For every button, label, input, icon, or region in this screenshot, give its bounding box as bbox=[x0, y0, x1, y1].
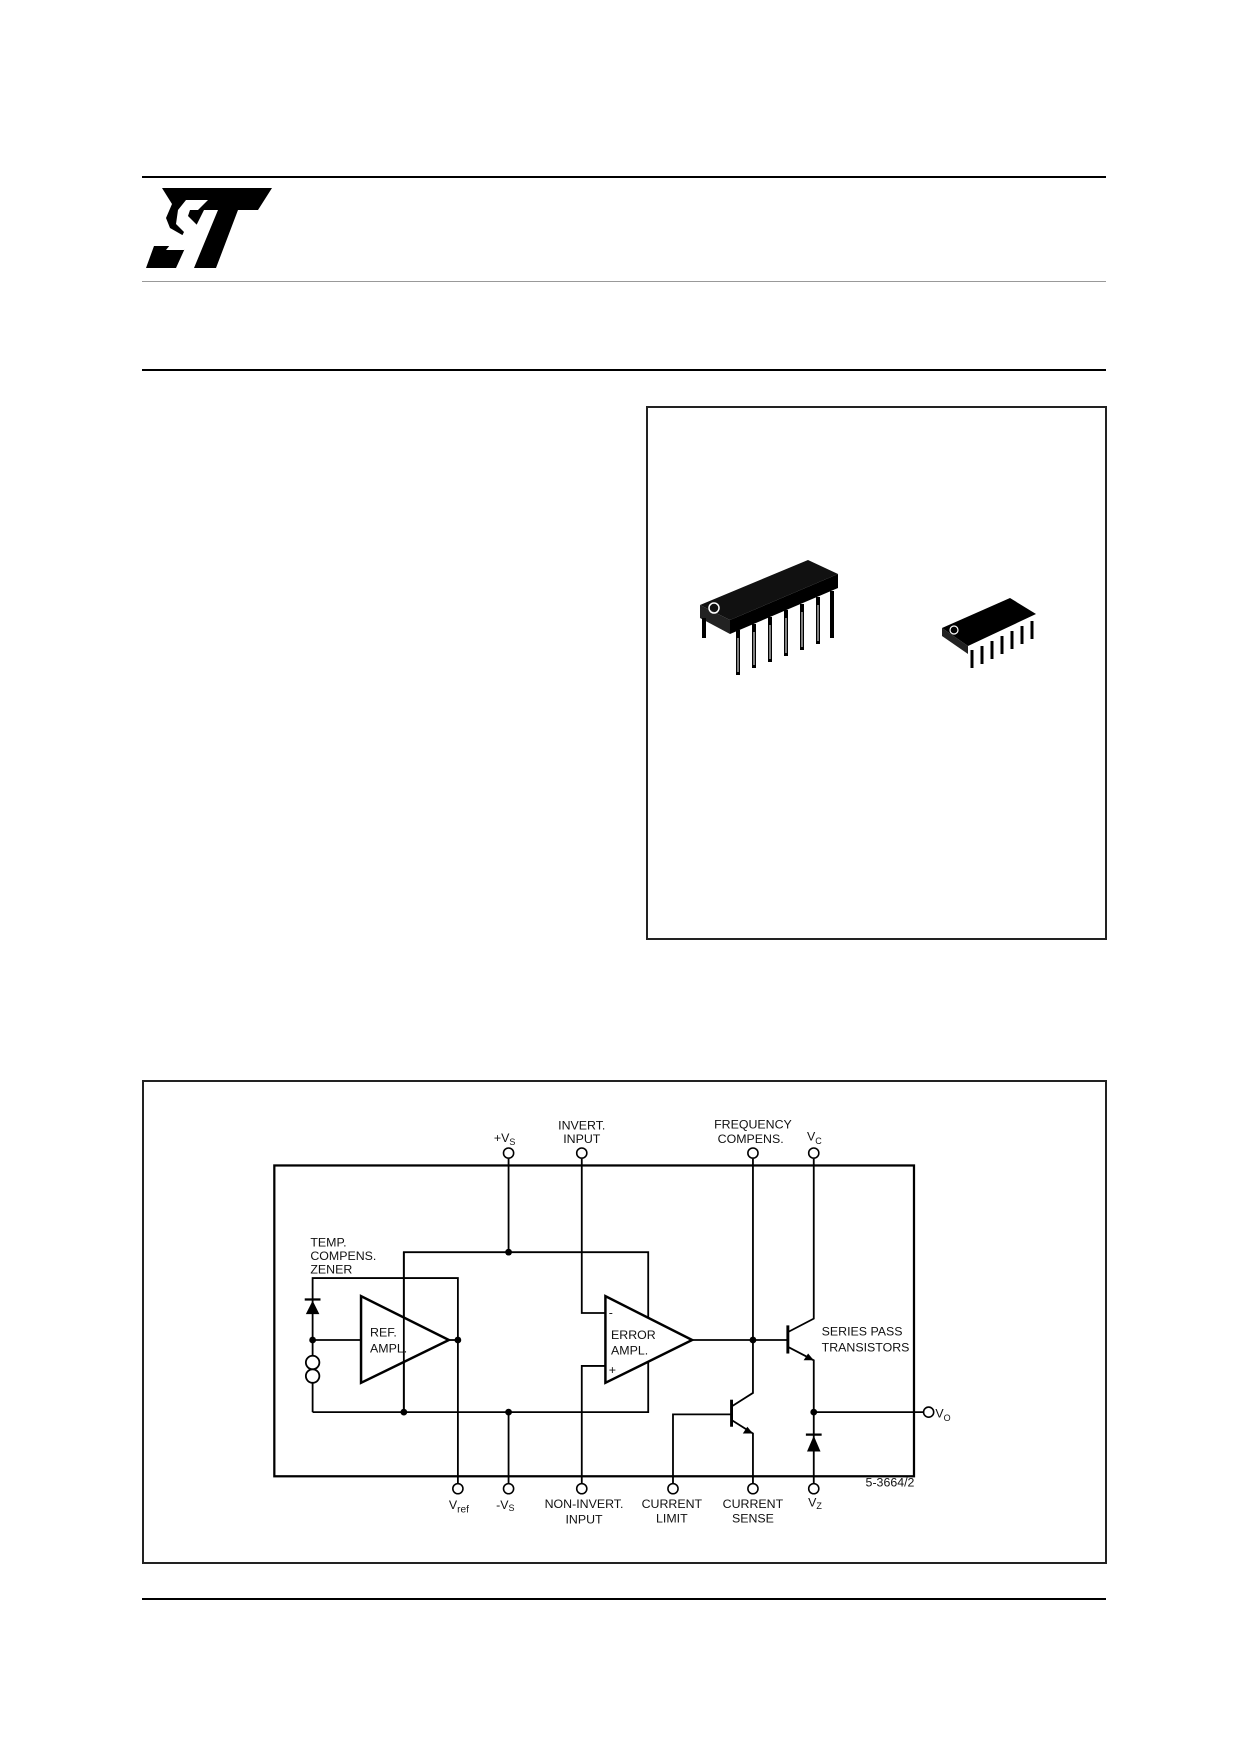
current-limit-label: LIMIT bbox=[656, 1511, 688, 1525]
series-pass-label: TRANSISTORS bbox=[822, 1340, 910, 1354]
invert-input-label: INPUT bbox=[563, 1132, 601, 1146]
current-sense-label: CURRENT bbox=[723, 1497, 784, 1511]
invert-input-wire bbox=[580, 1158, 606, 1314]
zener-diode-icon bbox=[305, 1300, 320, 1315]
footer-rule bbox=[142, 1598, 1106, 1600]
noninvert-input-wire bbox=[580, 1365, 606, 1484]
current-limit-wire bbox=[672, 1413, 732, 1484]
top-rule bbox=[142, 176, 1106, 178]
header-divider bbox=[142, 281, 1106, 282]
terminals bbox=[452, 1147, 935, 1495]
vc-wire bbox=[787, 1158, 815, 1333]
terminal-minus-vs bbox=[502, 1482, 515, 1495]
vz-wire bbox=[787, 1345, 815, 1484]
dip14-package-icon bbox=[700, 560, 838, 675]
block-diagram-box bbox=[142, 1080, 1107, 1564]
freq-compens-label: COMPENS. bbox=[718, 1132, 784, 1146]
so14-package-icon bbox=[942, 598, 1036, 668]
terminal-vo bbox=[922, 1406, 935, 1418]
noninvert-input-label: NON-INVERT. bbox=[545, 1497, 624, 1511]
minus-vs-label: -VS bbox=[496, 1498, 514, 1513]
current-limit-label: CURRENT bbox=[642, 1497, 703, 1511]
title-rule bbox=[142, 369, 1106, 371]
invert-input-label: INVERT. bbox=[558, 1118, 605, 1132]
ref-amp-label: REF. bbox=[370, 1326, 397, 1340]
terminal-vc bbox=[807, 1147, 820, 1159]
series-pass-label: SERIES PASS bbox=[822, 1325, 903, 1339]
terminal-freq-compens bbox=[747, 1147, 759, 1159]
output-zener-diode-icon bbox=[807, 1435, 821, 1452]
inverting-sign: - bbox=[609, 1305, 613, 1319]
terminal-noninvert-input bbox=[575, 1482, 588, 1495]
current-sense-label: SENSE bbox=[732, 1511, 774, 1525]
error-amp-label: AMPL. bbox=[611, 1344, 648, 1358]
terminal-current-limit bbox=[667, 1482, 679, 1495]
figure-code: 5-3664/2 bbox=[866, 1475, 915, 1489]
vref-label: Vref bbox=[449, 1498, 469, 1515]
series-pass-emitter-arrow bbox=[803, 1353, 814, 1361]
error-amp-label: ERROR bbox=[611, 1328, 656, 1342]
block-diagram: TEMP. COMPENS. ZENER +VS INVERT. INPUT F… bbox=[273, 1117, 951, 1527]
freq-compens-wire bbox=[731, 1158, 754, 1408]
current-limit-emitter-arrow bbox=[742, 1426, 753, 1434]
terminal-plus-vs bbox=[502, 1147, 515, 1159]
terminal-vref bbox=[452, 1482, 464, 1495]
noninvert-input-label: INPUT bbox=[565, 1513, 603, 1527]
vo-label: VO bbox=[935, 1407, 950, 1423]
vc-label: VC bbox=[807, 1130, 822, 1146]
st-logo bbox=[146, 188, 272, 268]
ic-outline bbox=[273, 1164, 916, 1478]
ref-amplifier bbox=[359, 1294, 452, 1385]
temp-label: COMPENS. bbox=[310, 1249, 376, 1263]
current-source-icon bbox=[304, 1354, 321, 1371]
temp-label: ZENER bbox=[310, 1263, 352, 1277]
freq-compens-label: FREQUENCY bbox=[714, 1117, 792, 1131]
zener-wire bbox=[311, 1277, 459, 1484]
diagram-labels: TEMP. COMPENS. ZENER +VS INVERT. INPUT F… bbox=[310, 1117, 950, 1526]
plus-vs-label: +VS bbox=[494, 1131, 516, 1147]
error-amplifier bbox=[604, 1294, 695, 1385]
noninverting-sign: + bbox=[609, 1363, 616, 1377]
package-box bbox=[646, 406, 1107, 940]
temp-label: TEMP. bbox=[310, 1236, 346, 1250]
ref-amp-label: AMPL. bbox=[370, 1341, 407, 1355]
current-sense-wire bbox=[731, 1419, 754, 1484]
terminal-current-sense bbox=[747, 1482, 759, 1495]
terminal-vz bbox=[807, 1482, 820, 1495]
terminal-invert-input bbox=[575, 1147, 588, 1159]
vz-label: VZ bbox=[808, 1496, 822, 1511]
